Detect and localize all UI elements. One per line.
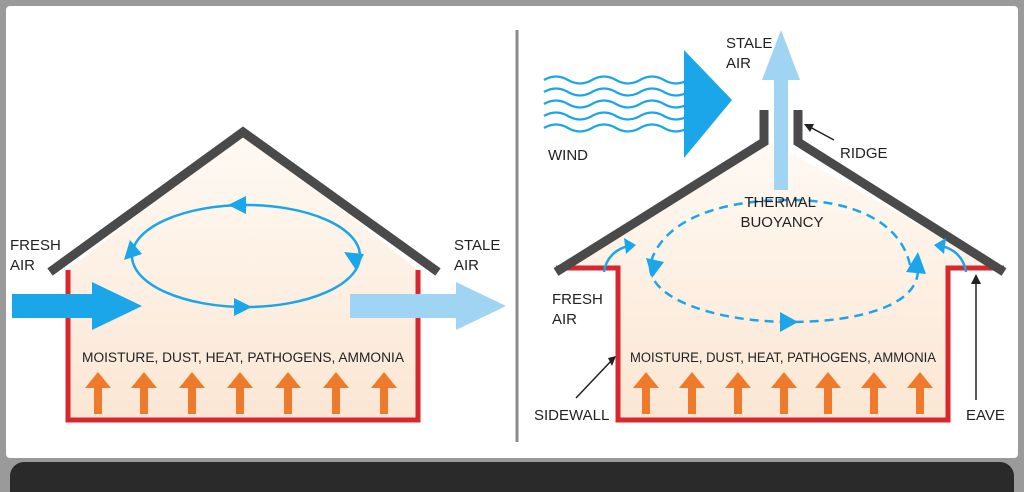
thermal-buoyancy-label: THERMAL BUOYANCY bbox=[740, 194, 823, 231]
bottom-dark-bar bbox=[10, 462, 1014, 492]
right-panel: STALE AIR WIND RIDGE THERMAL BUOYANCY FR… bbox=[534, 30, 1007, 424]
right-pollutants-label: MOISTURE, DUST, HEAT, PATHOGENS, AMMONIA bbox=[630, 350, 936, 365]
left-pollutants-label: MOISTURE, DUST, HEAT, PATHOGENS, AMMONIA bbox=[82, 350, 404, 365]
right-circulation-loop bbox=[648, 198, 920, 324]
heat-arrow-icon bbox=[227, 372, 253, 414]
heat-arrow-icon bbox=[633, 372, 659, 414]
left-stale-air-arrow bbox=[350, 282, 506, 330]
ventilation-diagram: FRESH AIR STALE AIR MOISTURE, DUST, HEAT… bbox=[10, 30, 1007, 442]
eave-label: EAVE bbox=[966, 407, 1005, 424]
right-stale-air-label: STALE AIR bbox=[726, 35, 777, 72]
left-fresh-air-label: FRESH AIR bbox=[10, 237, 65, 274]
wind-icon bbox=[543, 75, 689, 133]
ridge-pointer-head bbox=[804, 124, 814, 132]
circulation-arrowhead-right bbox=[344, 252, 364, 270]
circulation-arrowhead-bottom bbox=[234, 298, 252, 316]
heat-arrow-icon bbox=[371, 372, 397, 414]
left-stale-air-label: STALE AIR bbox=[454, 237, 505, 274]
right-roof-right bbox=[793, 110, 1007, 276]
heat-arrow-icon bbox=[323, 372, 349, 414]
left-heat-arrows bbox=[85, 372, 397, 414]
heat-arrow-icon bbox=[85, 372, 111, 414]
right-barn-interior bbox=[556, 138, 1000, 420]
wind-arrowhead bbox=[684, 50, 732, 158]
left-eave-airflow-arrowhead bbox=[624, 238, 636, 254]
right-circulation-arrowhead-right bbox=[906, 252, 926, 274]
ridge-label: RIDGE bbox=[840, 145, 888, 162]
right-eave-airflow-arrowhead bbox=[934, 238, 946, 254]
circulation-arrowhead-left bbox=[124, 240, 142, 260]
right-circulation-arrowhead-bottom bbox=[780, 312, 798, 332]
right-stale-air-arrow bbox=[762, 30, 800, 190]
heat-arrow-icon bbox=[179, 372, 205, 414]
heat-arrow-icon bbox=[815, 372, 841, 414]
sidewall-pointer bbox=[575, 359, 613, 399]
ridge-pointer bbox=[807, 125, 835, 141]
heat-arrow-icon bbox=[861, 372, 887, 414]
right-fresh-air-label: FRESH AIR bbox=[552, 291, 607, 328]
right-roof-left bbox=[553, 110, 769, 276]
heat-arrow-icon bbox=[771, 372, 797, 414]
right-heat-arrows bbox=[633, 372, 933, 414]
left-fresh-air-arrow bbox=[12, 282, 142, 330]
right-circulation-arrowhead-left bbox=[646, 258, 664, 278]
left-barn-roof bbox=[47, 126, 441, 276]
heat-arrow-icon bbox=[907, 372, 933, 414]
sidewall-label: SIDEWALL bbox=[534, 407, 609, 424]
wind-label: WIND bbox=[548, 147, 588, 164]
sidewall-pointer-head bbox=[608, 356, 616, 366]
heat-arrow-icon bbox=[131, 372, 157, 414]
circulation-arrowhead-top bbox=[228, 196, 246, 214]
left-panel: FRESH AIR STALE AIR MOISTURE, DUST, HEAT… bbox=[10, 126, 506, 423]
heat-arrow-icon bbox=[275, 372, 301, 414]
heat-arrow-icon bbox=[725, 372, 751, 414]
eave-pointer-head bbox=[971, 274, 981, 284]
heat-arrow-icon bbox=[679, 372, 705, 414]
right-barn-walls bbox=[556, 265, 1004, 423]
left-barn-interior bbox=[68, 132, 418, 420]
left-barn-walls bbox=[65, 270, 421, 423]
